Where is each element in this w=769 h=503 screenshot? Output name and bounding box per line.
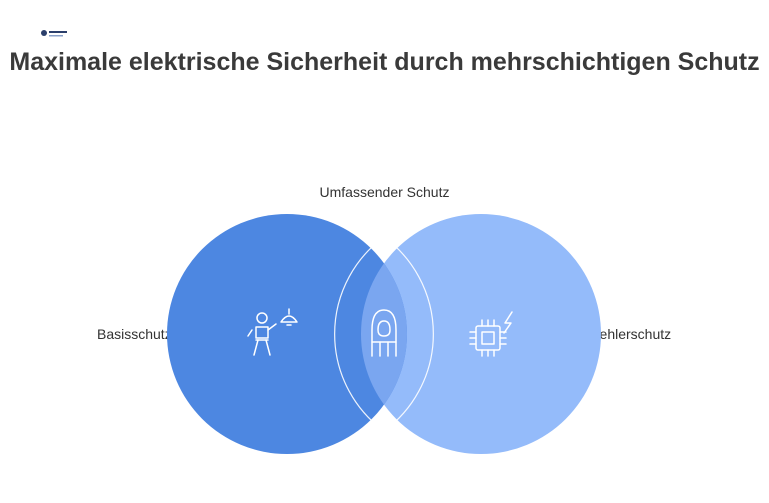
- intersection-outline: [334, 236, 434, 432]
- brand-logo-icon: [41, 30, 67, 37]
- left-circle-label: Basisschutz: [97, 326, 172, 342]
- hooded-figure-icon: [371, 309, 397, 357]
- child-lamp-icon: [247, 308, 298, 356]
- page-title: Maximale elektrische Sicherheit durch me…: [9, 48, 760, 76]
- right-circle: [361, 214, 601, 454]
- intersection-label: Umfassender Schutz: [319, 184, 450, 200]
- right-circle-label: Fehlerschutz: [591, 326, 672, 342]
- chip-lightning-icon: [469, 311, 513, 357]
- left-circle: [167, 214, 407, 454]
